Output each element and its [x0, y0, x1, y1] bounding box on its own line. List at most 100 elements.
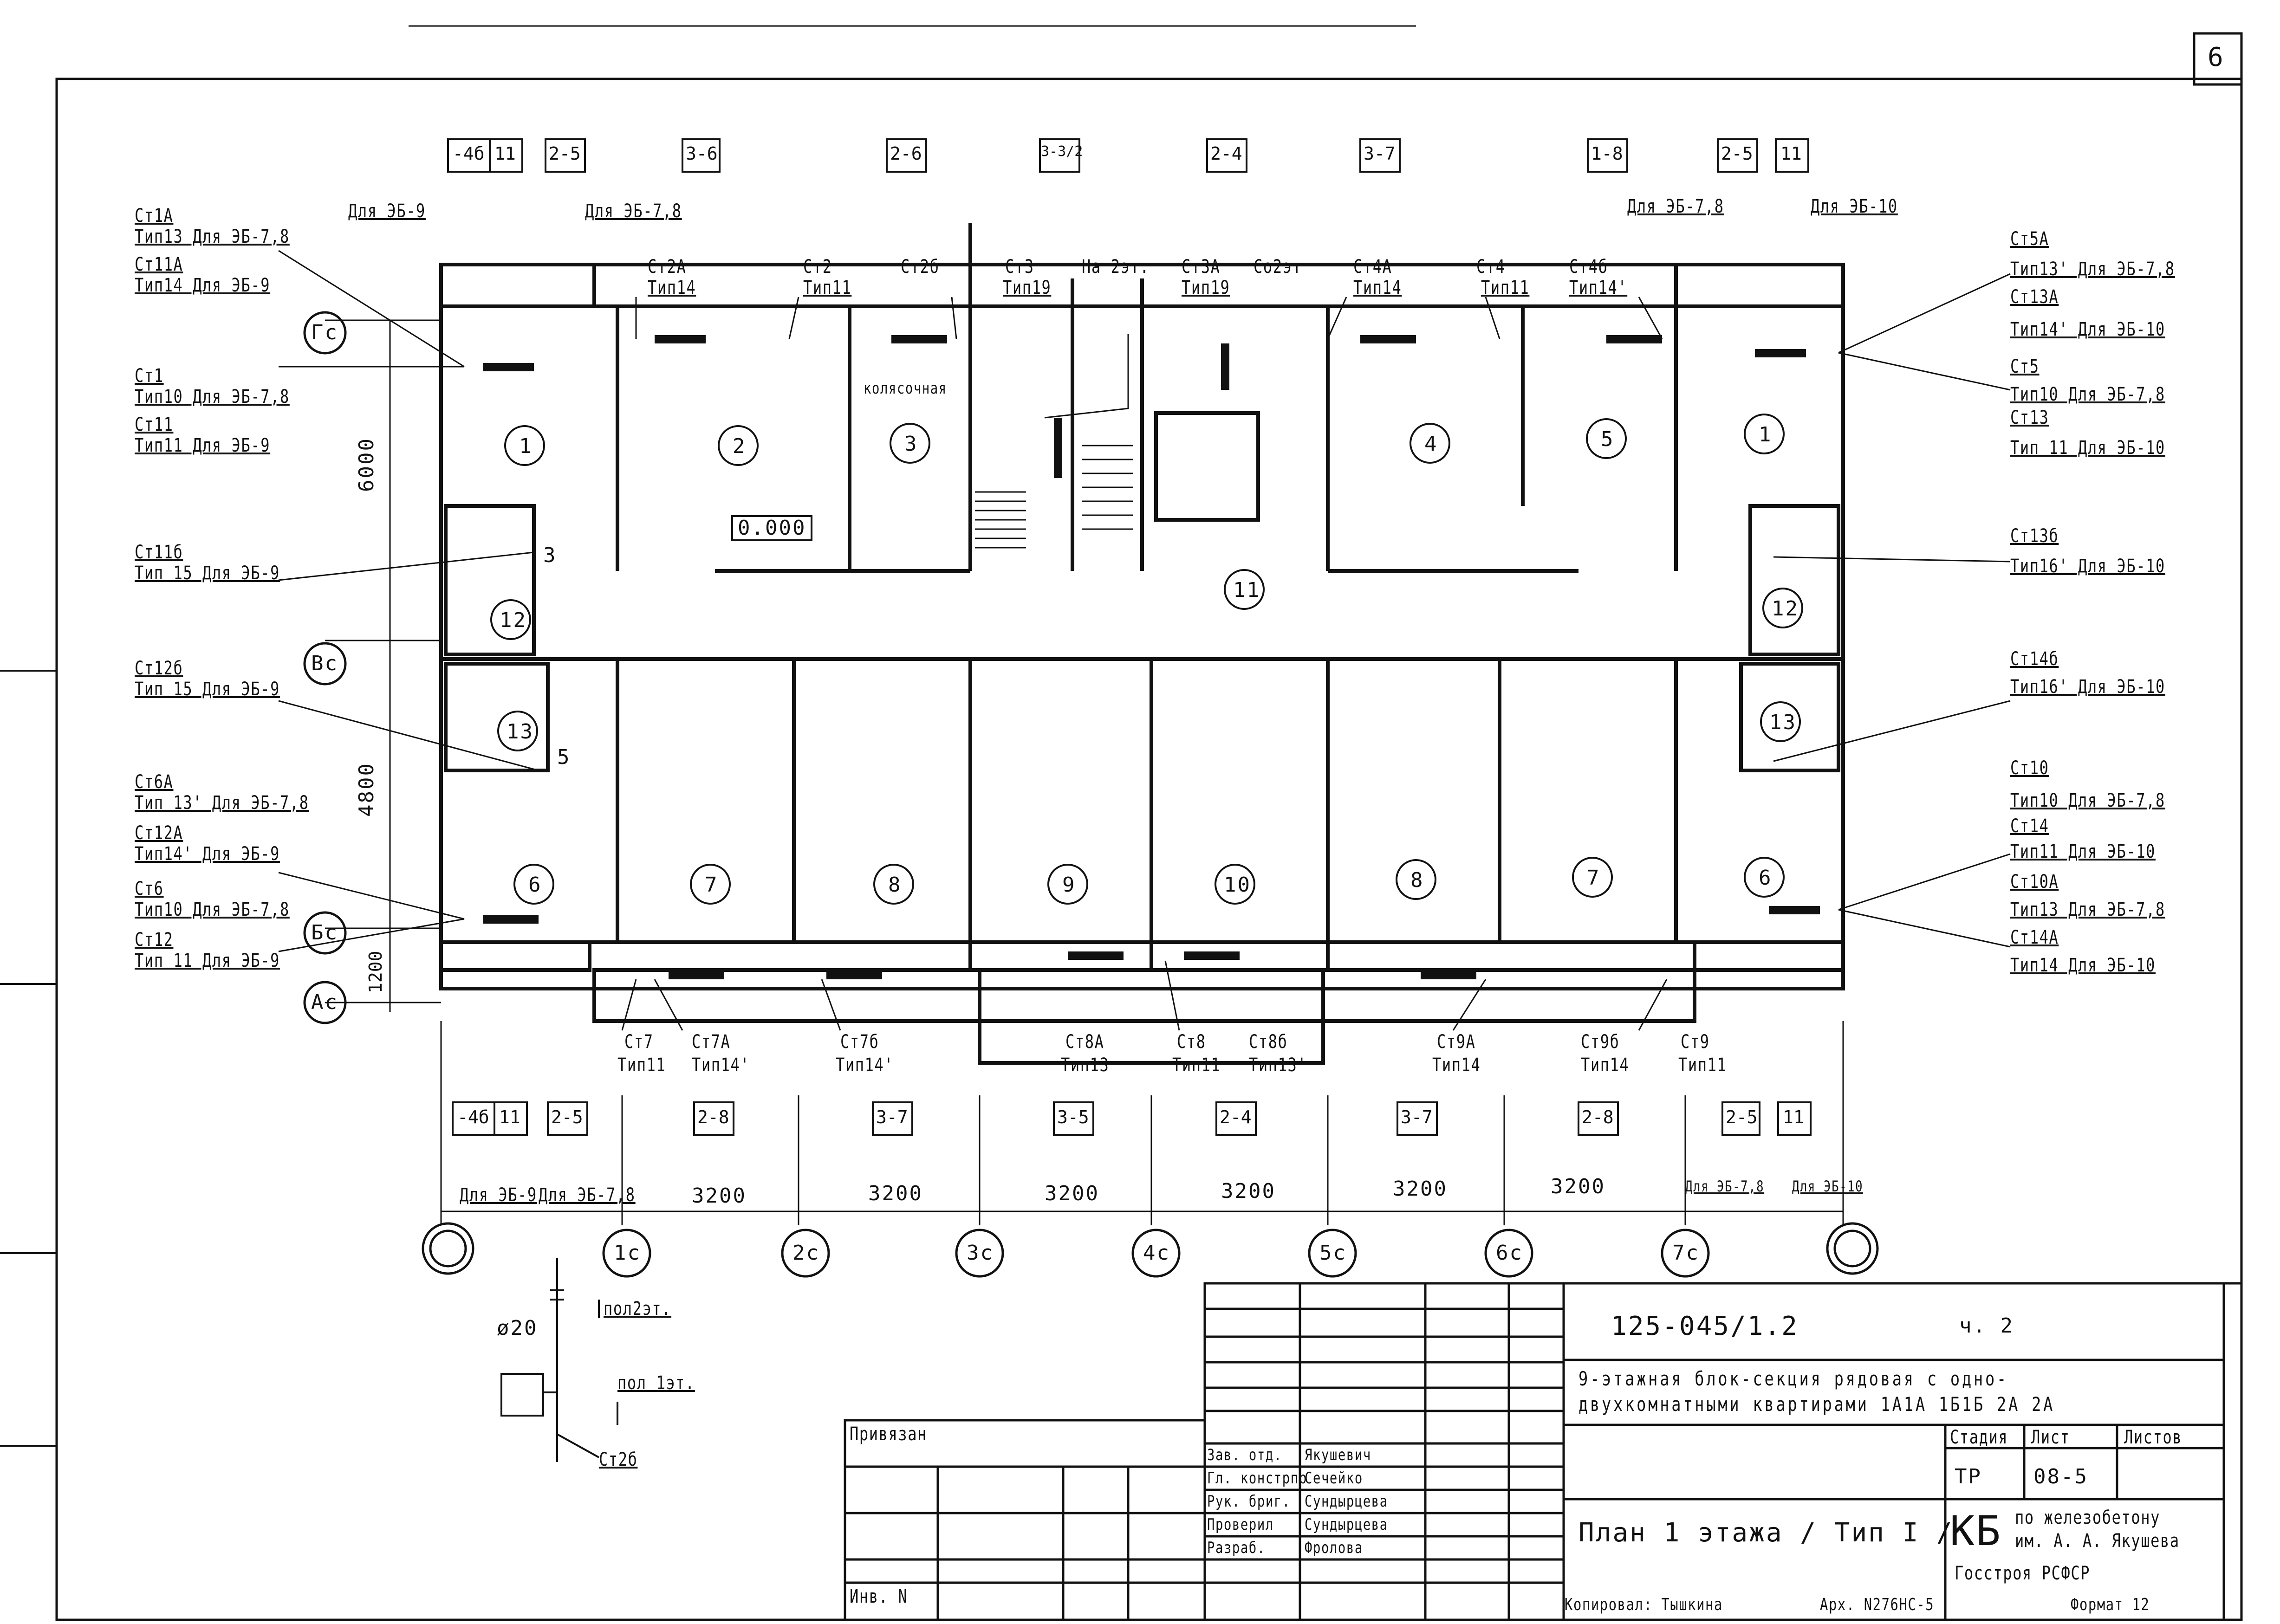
riser-type: Тип11 — [1481, 277, 1530, 298]
signatory: Сундырцева — [1305, 1492, 1388, 1511]
tag-bottom: 11 — [1783, 1107, 1804, 1127]
role: Гл. констрпр — [1207, 1469, 1307, 1488]
riser-type: Тип14 — [1432, 1055, 1481, 1076]
riser-label: Ст2А — [648, 256, 687, 278]
riser-type: Тип14' — [692, 1055, 750, 1076]
riser-type: Тип14 — [1581, 1055, 1630, 1076]
note-left: Ст1 — [135, 365, 164, 387]
tag-boxes-bottom — [452, 1101, 1812, 1136]
riser-label: Ст2б — [901, 256, 940, 278]
room-number: 1 — [519, 434, 533, 458]
note-right: Ст13А — [2010, 286, 2059, 308]
bath-index: 5 — [557, 745, 571, 769]
note-left: Ст11б — [135, 542, 183, 563]
axis-label-v: 2с — [792, 1241, 820, 1265]
axis-label-v: 7с — [1672, 1241, 1700, 1265]
pipe-diameter: ø20 — [497, 1316, 538, 1340]
note-right: Ст10А — [2010, 871, 2059, 893]
level-mark: 0.000 — [731, 515, 813, 541]
title-block — [844, 1282, 2243, 1621]
riser-type: Тип19 — [1182, 277, 1230, 298]
room-number: 8 — [888, 873, 902, 897]
riser-type: Тип14' — [836, 1055, 894, 1076]
dimension-bay: 3200 — [692, 1184, 747, 1208]
stroller-room-label: колясочная — [864, 379, 947, 398]
riser-type: Тип19 — [1003, 277, 1052, 298]
riser-type: Тип13' — [1249, 1055, 1307, 1076]
room-number: 7 — [1587, 866, 1601, 890]
tag-top: 2-4 — [1210, 143, 1242, 164]
riser-label: Ст8А — [1065, 1031, 1104, 1053]
riser-type: Тип13 — [1061, 1055, 1110, 1076]
dimension-bay: 3200 — [868, 1182, 923, 1205]
note-left: Тип 13' Для ЭБ-7,8 — [135, 792, 309, 814]
floor2-mark: пол2эт. — [604, 1298, 672, 1320]
dimension-bay: 3200 — [1221, 1179, 1276, 1203]
tag-bottom: 11 — [499, 1107, 520, 1127]
riser-label: Ст4б — [1569, 256, 1608, 278]
note-left: Ст11 — [135, 414, 174, 435]
room-number: 8 — [1410, 868, 1424, 892]
tag-top: 2-5 — [1721, 143, 1753, 164]
note-right: Тип13 Для ЭБ-7,8 — [2010, 899, 2165, 920]
axis-label-v: 5с — [1319, 1241, 1347, 1265]
role: Проверил — [1207, 1515, 1274, 1534]
room-bubbles — [490, 414, 1803, 905]
axis-label-v: 6с — [1496, 1241, 1523, 1265]
series-code: 125-045/1.2 — [1611, 1311, 1799, 1341]
riser-label: Ст4А — [1353, 256, 1392, 278]
stamp-value: ТР — [1955, 1465, 1982, 1488]
axis-label-v: 3с — [967, 1241, 994, 1265]
for-label: Для ЭБ-9 — [348, 201, 426, 222]
note-left: Тип10 Для ЭБ-7,8 — [135, 899, 290, 920]
room-number: 9 — [1062, 873, 1076, 897]
riser-label: Ст7 — [624, 1031, 654, 1053]
room-number: 11 — [1233, 578, 1260, 602]
room-number: 2 — [733, 434, 747, 458]
axis-label-v: 4с — [1143, 1241, 1170, 1265]
note-left: Ст11А — [135, 254, 183, 275]
floor1-mark: пол 1эт. — [617, 1372, 695, 1394]
riser-label: Ст9А — [1437, 1031, 1476, 1053]
note-right: Тип11 Для ЭБ-10 — [2010, 841, 2156, 862]
dimension-bay: 3200 — [1045, 1182, 1099, 1205]
title-line1: 9-этажная блок-секция рядовая с одно- — [1578, 1367, 2009, 1390]
note-right: Тип14' Для ЭБ-10 — [2010, 319, 2165, 340]
privyazan-label: Привязан — [850, 1423, 927, 1445]
note-right: Тип14 Для ЭБ-10 — [2010, 955, 2156, 976]
riser-label: Ст4 — [1476, 256, 1506, 278]
dimension-1200: 1200 — [365, 951, 386, 993]
axis-label-h: Бс — [311, 921, 338, 945]
signatory: Якушевич — [1305, 1446, 1371, 1464]
room-number: 1 — [1759, 423, 1773, 446]
room-number: 13 — [1769, 711, 1797, 734]
room-number: 12 — [1772, 597, 1799, 621]
tag-top: 11 — [1780, 143, 1802, 164]
note-left: Тип13 Для ЭБ-7,8 — [135, 226, 290, 247]
axis-label-h: Вс — [311, 652, 338, 675]
for-label: Для ЭБ-10 — [1792, 1178, 1864, 1195]
note-left: Тип11 Для ЭБ-9 — [135, 435, 271, 456]
note-right: Ст13б — [2010, 525, 2059, 547]
room-number: 13 — [507, 720, 534, 744]
note-right: Тип16' Для ЭБ-10 — [2010, 676, 2165, 698]
note-right: Тип 11 Для ЭБ-10 — [2010, 437, 2165, 459]
note-left: Тип10 Для ЭБ-7,8 — [135, 386, 290, 408]
riser-label: Ст2 — [803, 256, 832, 278]
signatory: Фролова — [1305, 1539, 1363, 1557]
role: Рук. бриг. — [1207, 1492, 1291, 1511]
radiators — [483, 335, 1820, 979]
kb-logo: КБ — [1950, 1507, 2002, 1555]
note-left: Тип14 Для ЭБ-9 — [135, 275, 271, 296]
riser-label: Ст8б — [1249, 1031, 1288, 1053]
stamp-header: Листов — [2124, 1427, 2183, 1448]
stamp-header: Стадия — [1950, 1427, 2008, 1448]
note-left: Ст6А — [135, 771, 174, 793]
note-right: Тип10 Для ЭБ-7,8 — [2010, 384, 2165, 405]
room-number: 5 — [1601, 427, 1615, 451]
dimension-4800: 4800 — [355, 762, 378, 817]
axis-label-v: 1с — [614, 1241, 641, 1265]
for-label: Для ЭБ-7,8 — [539, 1184, 636, 1206]
title-line2: двухкомнатными квартирами 1А1А 1Б1Б 2А 2… — [1578, 1393, 2055, 1416]
